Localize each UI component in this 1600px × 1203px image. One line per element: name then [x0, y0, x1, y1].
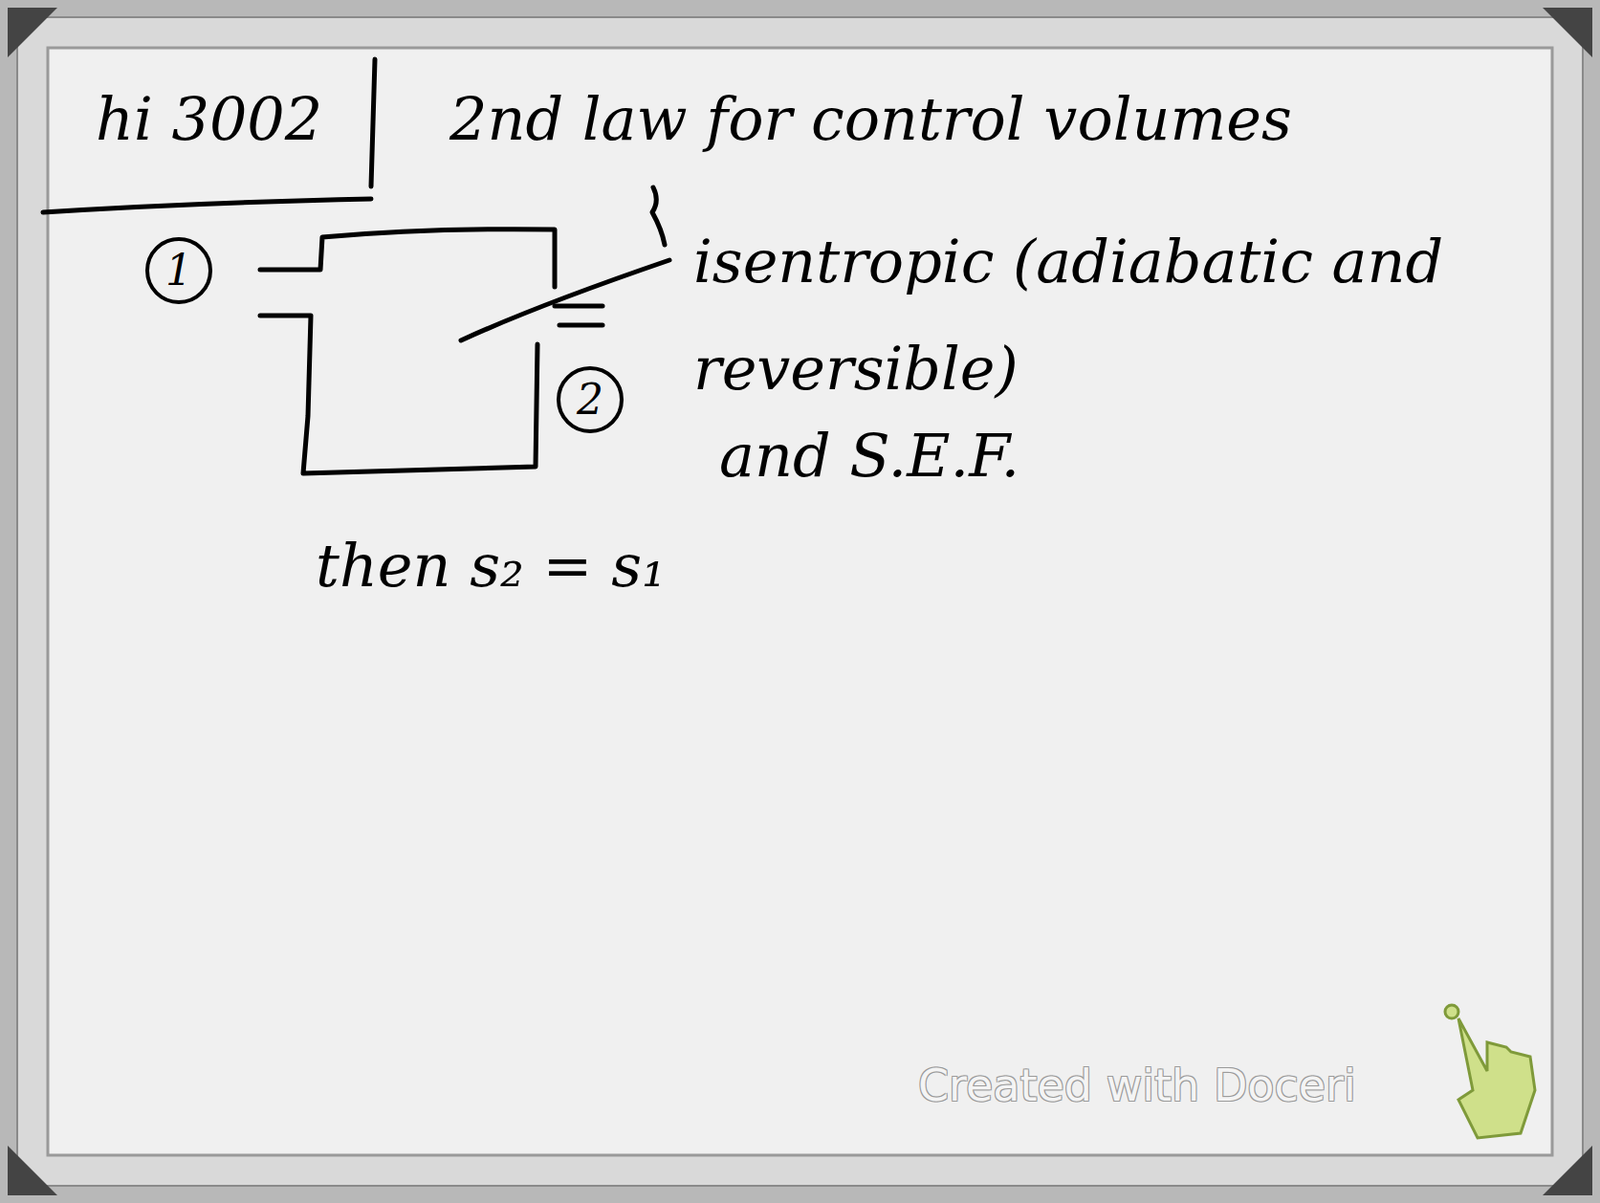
frame-corner	[7, 7, 1593, 1196]
result-equation: then s₂ = s₁	[315, 530, 666, 601]
heading-bracket	[43, 59, 375, 213]
leader-line	[460, 260, 670, 341]
board-title: 2nd law for control volumes	[449, 84, 1293, 154]
state-circle: 1	[145, 237, 213, 305]
state-circle: 2	[556, 366, 624, 434]
frame-bevel	[17, 17, 1583, 1186]
course-code: hi 3002	[95, 84, 323, 154]
control-volume	[260, 229, 603, 474]
state-number: 1	[165, 249, 193, 292]
doceri-hand-icon	[1445, 1005, 1535, 1139]
note-text: isentropic (adiabatic and reversible)	[693, 208, 1497, 423]
leader-squiggle	[652, 187, 665, 245]
note-text: and S.E.F.	[719, 420, 1020, 491]
state-number: 2	[576, 378, 604, 421]
board-surface	[47, 47, 1553, 1156]
watermark: Created with Doceri	[918, 1059, 1357, 1112]
